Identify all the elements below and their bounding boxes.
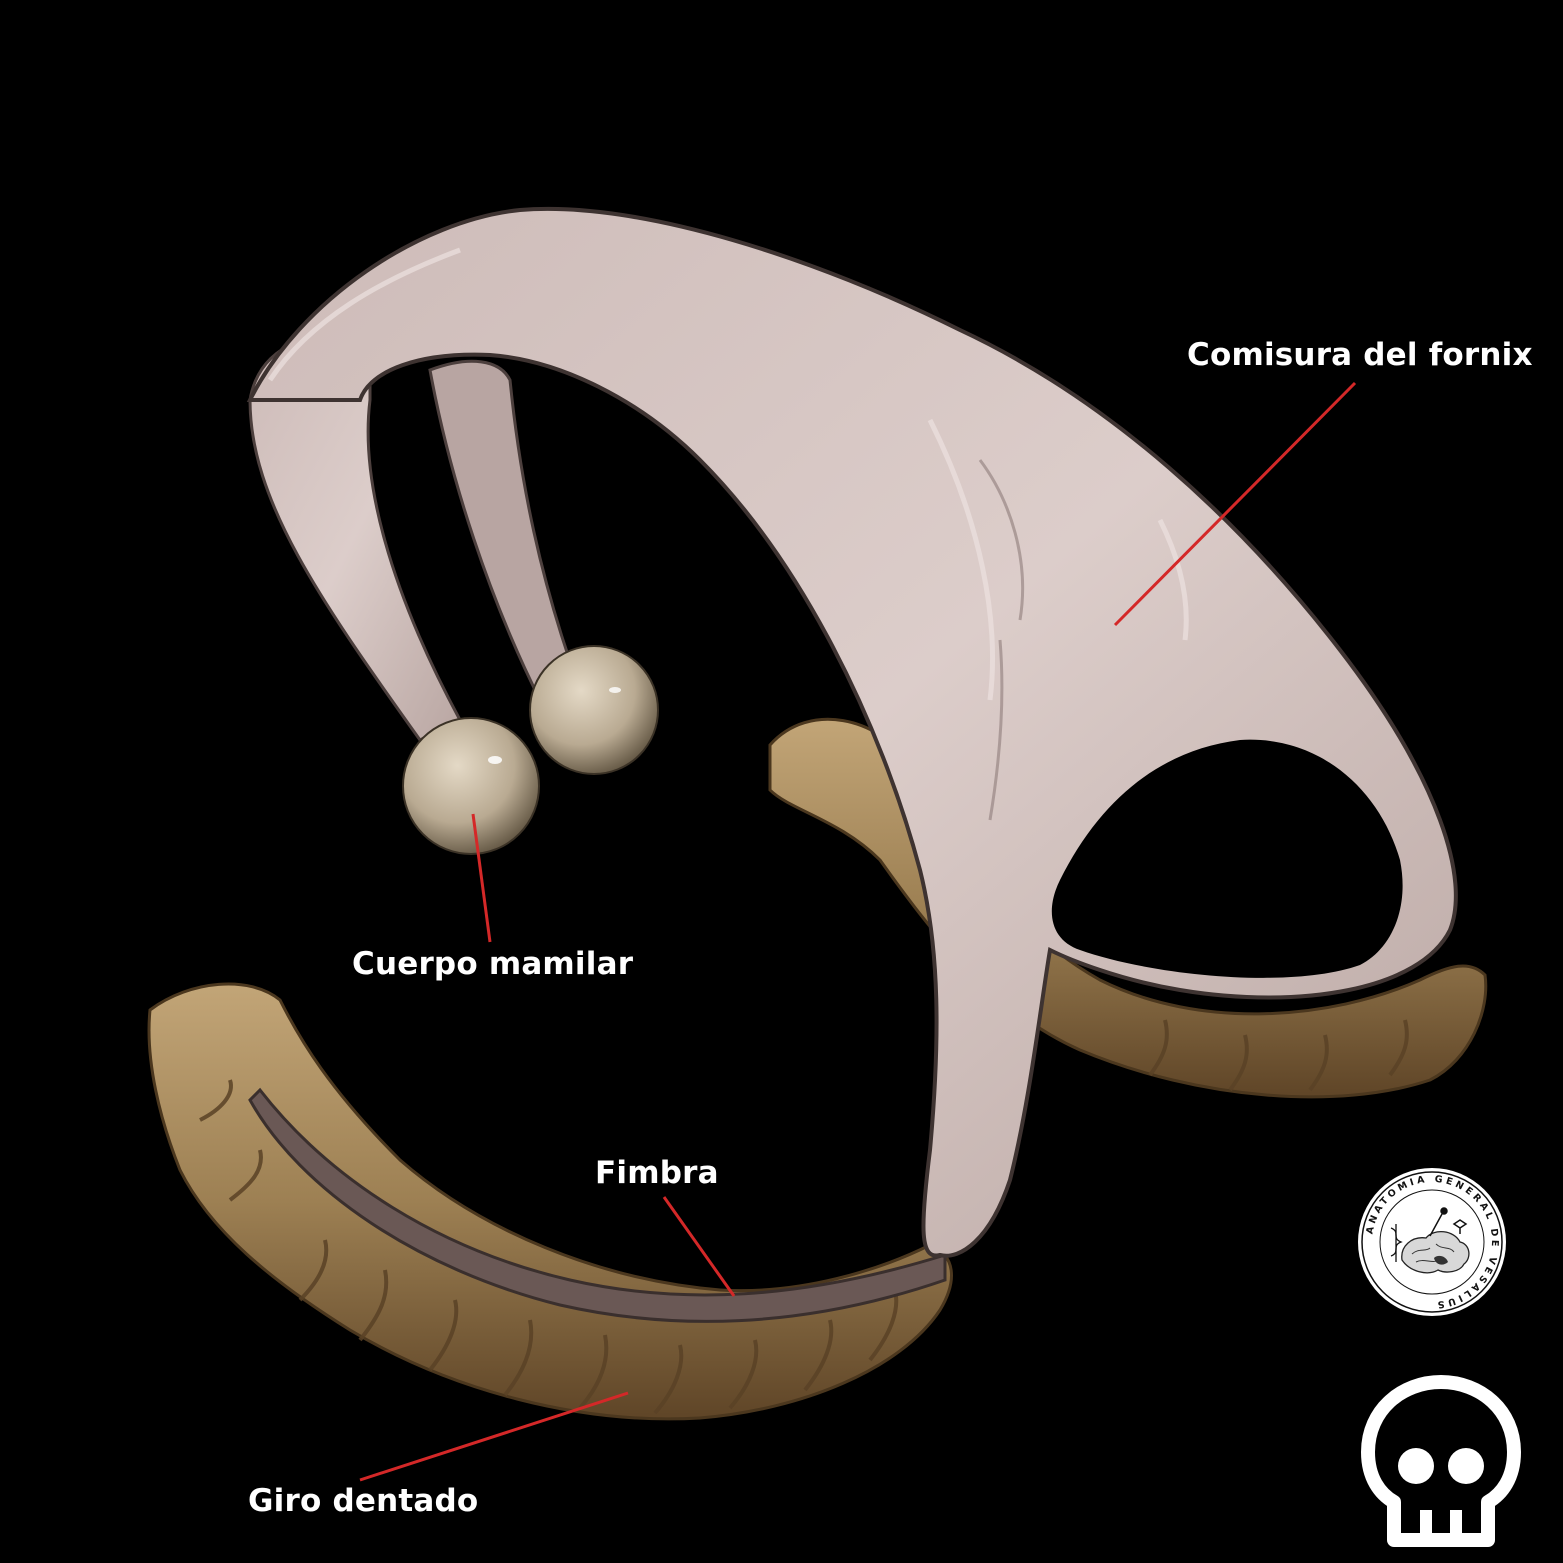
fimbria-band bbox=[248, 1087, 947, 1323]
vesalius-seal-logo: ANATOMIA GENERAL DE VESALIUS bbox=[1358, 1168, 1506, 1316]
gyrus-ridges bbox=[199, 1019, 1409, 1415]
label-cuerpo-mamilar: Cuerpo mamilar bbox=[352, 946, 634, 982]
fornix-shadow-lines bbox=[978, 459, 1025, 821]
leader-line-comisura bbox=[1113, 381, 1357, 627]
label-giro-dentado: Giro dentado bbox=[248, 1483, 479, 1519]
leader-line-fimbra bbox=[662, 1196, 736, 1297]
leader-line-giro-dentado bbox=[359, 1391, 629, 1482]
fornix-highlights bbox=[267, 247, 1189, 701]
mammillary-body-left bbox=[402, 717, 540, 855]
microscope-icon bbox=[1429, 1207, 1468, 1237]
leader-line-cuerpo-mamilar bbox=[471, 813, 492, 943]
left-dentate-gyrus bbox=[147, 982, 953, 1421]
label-fimbra: Fimbra bbox=[595, 1155, 719, 1191]
skull-icon bbox=[1361, 1375, 1521, 1547]
brain-icon bbox=[1401, 1231, 1470, 1274]
label-comisura-del-fornix: Comisura del fornix bbox=[1187, 337, 1533, 373]
fornix-right-column bbox=[428, 359, 582, 702]
fornix-body bbox=[246, 206, 1458, 1258]
fornix-commissure-opening bbox=[1051, 739, 1403, 978]
mammillary-body-right bbox=[529, 645, 659, 775]
caduceus-icon bbox=[1390, 1224, 1403, 1262]
leader-lines bbox=[359, 381, 1357, 1482]
